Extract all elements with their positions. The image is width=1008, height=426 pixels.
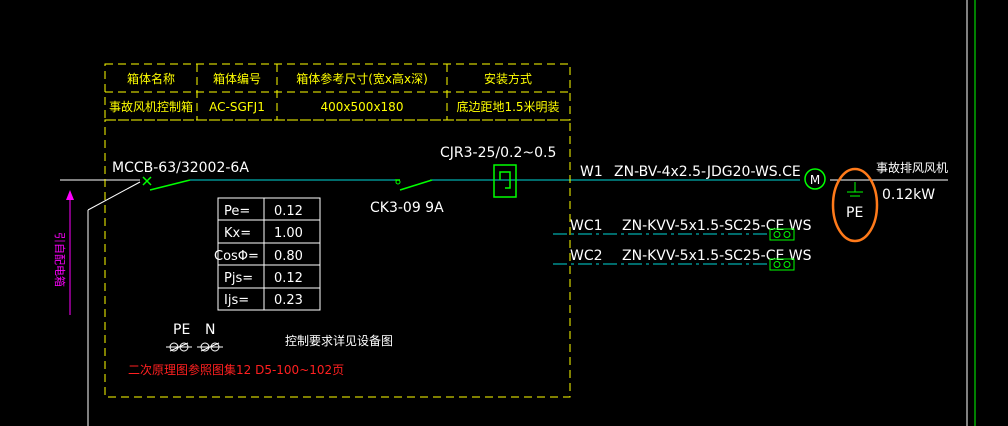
circuit-w1-id: W1 [580,164,603,180]
secondary-note: 二次原理图参照图集12 D5-100~102页 [128,362,344,377]
calc-key-pe: Pe= [224,204,250,219]
header-number: 箱体编号 [213,71,261,86]
circuit-wc1-id: WC1 [570,218,603,234]
calc-val-pe: 0.12 [274,204,303,219]
incoming-arrow-head [66,190,74,200]
motor-ground-label: PE [846,205,863,221]
circuit-wc1-terminal-icon [769,228,795,241]
header-size: 箱体参考尺寸(宽x高x深) [296,71,428,86]
circuit-w1-cable: ZN-BV-4x2.5-JDG20-WS.CE [614,164,801,180]
calc-key-kx: Kx= [224,226,251,241]
circuit-wc2-cable: ZN-KVV-5x1.5-SC25-CE WS [622,248,812,264]
calc-val-kx: 1.00 [274,226,303,241]
circuit-wc2-id: WC2 [570,248,603,264]
value-install: 底边距地1.5米明装 [456,99,559,114]
motor-symbol: M [810,173,820,187]
terminal-pe-label: PE [173,322,190,338]
terminal-n-icon [197,342,223,352]
main-breaker-label: MCCB-63/32002-6A [112,160,249,176]
calc-key-ijs: Ijs= [224,293,249,308]
motor-name: 事故排风风机 [876,160,948,175]
calc-val-cos: 0.80 [274,249,303,264]
header-name: 箱体名称 [127,71,175,86]
header-install: 安装方式 [484,71,532,86]
circuit-wc2-terminal-icon [769,258,795,271]
contactor-label: CJR3-25/0.2~0.5 [440,145,556,161]
highlight-circle [831,167,879,243]
calc-key-cos: CosΦ= [214,249,259,264]
incoming-label: 引自配电箱 [53,232,67,287]
circuit-wc1-cable: ZN-KVV-5x1.5-SC25-CE WS [622,218,812,234]
terminal-pe-icon [166,342,192,352]
incoming-diagonal-line [87,181,141,211]
calc-key-pjs: Pjs= [224,271,253,286]
value-number: AC-SGFJ1 [209,100,265,114]
calc-table: Pe= 0.12 Kx= 1.00 CosΦ= 0.80 Pjs= 0.12 I… [214,197,321,311]
terminal-n-label: N [205,322,215,338]
motor-icon [804,168,826,190]
ground-icon [847,182,863,197]
header-table: 箱体名称 箱体编号 箱体参考尺寸(宽x高x深) 安装方式 事故风机控制箱 AC-… [104,63,571,121]
aux-contactor-label: CK3-09 9A [370,200,444,216]
value-size: 400x500x180 [321,100,404,114]
value-name: 事故风机控制箱 [109,99,193,114]
contactor-icon [493,164,517,198]
cabinet-boundary [104,119,571,398]
aux-contactor-icon [395,179,433,191]
calc-val-ijs: 0.23 [274,293,303,308]
main-breaker-icon [142,176,191,191]
motor-power: 0.12kW [882,187,935,203]
calc-val-pjs: 0.12 [274,271,303,286]
control-note: 控制要求详见设备图 [285,333,393,348]
